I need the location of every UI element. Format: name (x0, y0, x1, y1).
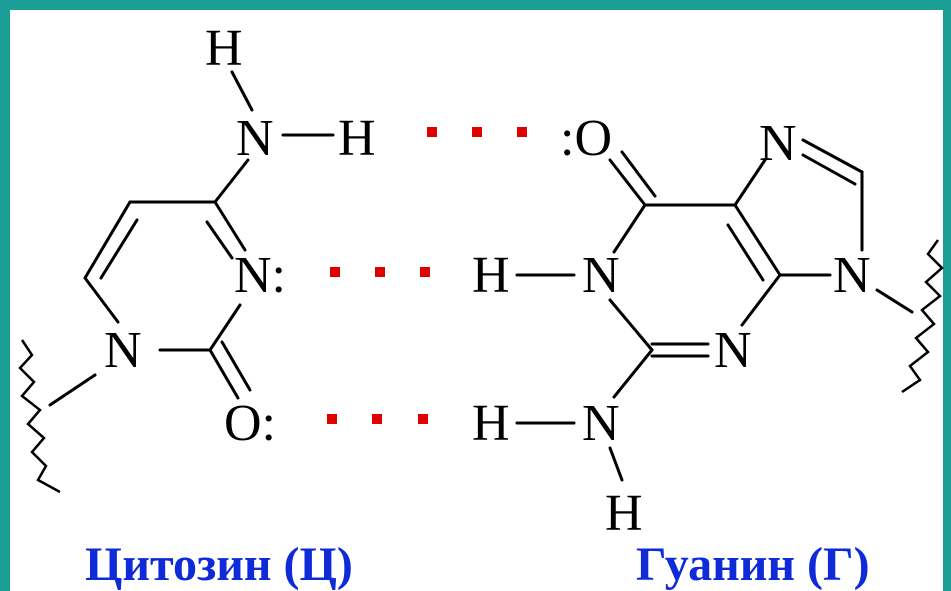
hydrogen-bond-bottom (327, 414, 428, 424)
cytosine-structure: H N H N: N O: (18, 20, 376, 494)
bond-o-c6 (608, 158, 647, 207)
bond-c4-n3 (740, 273, 782, 327)
bond-c4-n3 (213, 200, 247, 252)
guanine-sugar-wavy-line (901, 239, 944, 394)
bond-c5-c6 (83, 200, 132, 280)
bond-o-c6-double (620, 150, 657, 198)
hydrogen-bond-middle (330, 267, 430, 277)
bond-n7-c8 (801, 138, 864, 174)
bond-n-c4 (213, 158, 250, 204)
bond-c5-c4-double (726, 223, 765, 282)
guanine-n9: N (833, 247, 871, 304)
bond-n1-sugar (48, 373, 97, 407)
guanine-amino-h-bottom: H (605, 485, 643, 542)
bond-c4-n3-double (205, 220, 234, 260)
hb-dot (517, 127, 527, 137)
guanine-caption: Гуанин (Г) (636, 538, 870, 591)
bond-n-amino-h (608, 446, 624, 482)
hydrogen-bond-top (427, 127, 527, 137)
bond-c5-c6-double (99, 218, 139, 280)
cytosine-carbonyl-o: O: (224, 395, 276, 452)
bond-h-n-amino (230, 70, 254, 112)
bond-c2-n3 (208, 303, 242, 352)
hydrogen-bonds (327, 127, 527, 424)
hb-dot (418, 414, 428, 424)
cytosine-ring-n1: N (104, 322, 142, 379)
bond-c2-n-amino (612, 348, 654, 399)
guanine-n1: N (582, 247, 620, 304)
bond-c2-o-double (220, 340, 252, 392)
bond-n9-sugar (875, 288, 914, 314)
hb-dot (327, 414, 337, 424)
hb-dot (372, 414, 382, 424)
bond-c5-c4 (733, 203, 782, 277)
guanine-n7: N (759, 115, 797, 172)
guanine-amino-n: N (582, 395, 620, 452)
cytosine-sugar-wavy-line (18, 339, 61, 494)
hb-dot (330, 267, 340, 277)
cytosine-amino-h-top: H (205, 20, 243, 77)
cytosine-amino-h-donor: H (338, 110, 376, 167)
cytosine-caption: Цитозин (Ц) (85, 538, 353, 591)
cytosine-ring-n3: N: (234, 247, 286, 304)
hb-dot (427, 127, 437, 137)
guanine-carbonyl-o: :O (560, 110, 612, 167)
guanine-amino-h-donor: H (472, 395, 510, 452)
bond-n1-c2 (608, 298, 654, 352)
bond-c6-n1 (612, 203, 647, 254)
bond-c2-o (208, 348, 240, 400)
guanine-structure: :O N H N N N H N H (472, 110, 944, 542)
hb-dot (472, 127, 482, 137)
guanine-n1-h: H (472, 247, 510, 304)
hb-dot (375, 267, 385, 277)
bond-c5-n7 (733, 158, 767, 207)
guanine-n3: N (714, 322, 752, 379)
hb-dot (420, 267, 430, 277)
bond-n7-c8-double (801, 153, 857, 186)
cytosine-amino-n: N (236, 110, 274, 167)
bond-c6-n1 (83, 276, 120, 324)
